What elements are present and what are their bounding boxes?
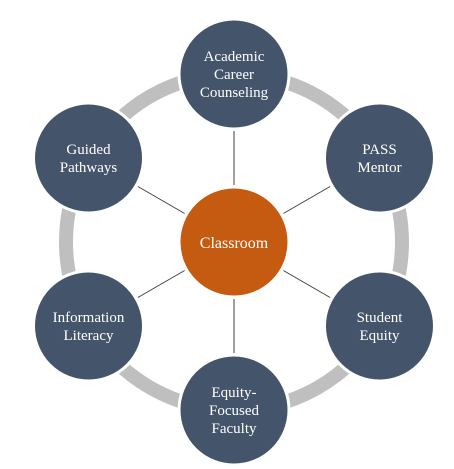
- node-label-academic-career-counseling: Academic: [204, 49, 265, 65]
- node-label-information-literacy: Literacy: [64, 328, 114, 344]
- node-circle-student-equity: [322, 269, 436, 383]
- center-node: Classroom: [177, 185, 291, 299]
- connector-guided-pathways: [137, 186, 185, 214]
- node-label-guided-pathways: Guided: [66, 142, 111, 158]
- connector-student-equity: [283, 270, 331, 298]
- node-label-guided-pathways: Pathways: [60, 160, 118, 176]
- node-label-student-equity: Student: [357, 310, 404, 326]
- node-label-equity-focused-faculty: Focused: [209, 403, 259, 419]
- node-label-equity-focused-faculty: Faculty: [212, 421, 257, 437]
- connector-pass-mentor: [283, 186, 331, 214]
- connector-information-literacy: [137, 270, 185, 298]
- node-label-student-equity: Equity: [359, 328, 399, 344]
- center-label: Classroom: [200, 235, 269, 252]
- node-label-equity-focused-faculty: Equity-: [212, 385, 257, 401]
- node-circle-equity-focused-faculty: [177, 353, 291, 467]
- node-pass-mentor: PASS Mentor: [322, 101, 436, 215]
- node-label-pass-mentor: Mentor: [357, 160, 401, 176]
- node-label-academic-career-counseling: Career: [214, 67, 254, 83]
- node-label-pass-mentor: PASS: [362, 142, 396, 158]
- node-label-academic-career-counseling: Counseling: [200, 85, 269, 101]
- node-circle-pass-mentor: [322, 101, 436, 215]
- node-circle-guided-pathways: [32, 101, 146, 215]
- connector-lines: [137, 131, 331, 353]
- center-circle: [177, 185, 291, 299]
- node-label-information-literacy: Information: [53, 310, 125, 326]
- node-circle-information-literacy: [32, 269, 146, 383]
- node-circle-academic-career-counseling: [177, 17, 291, 131]
